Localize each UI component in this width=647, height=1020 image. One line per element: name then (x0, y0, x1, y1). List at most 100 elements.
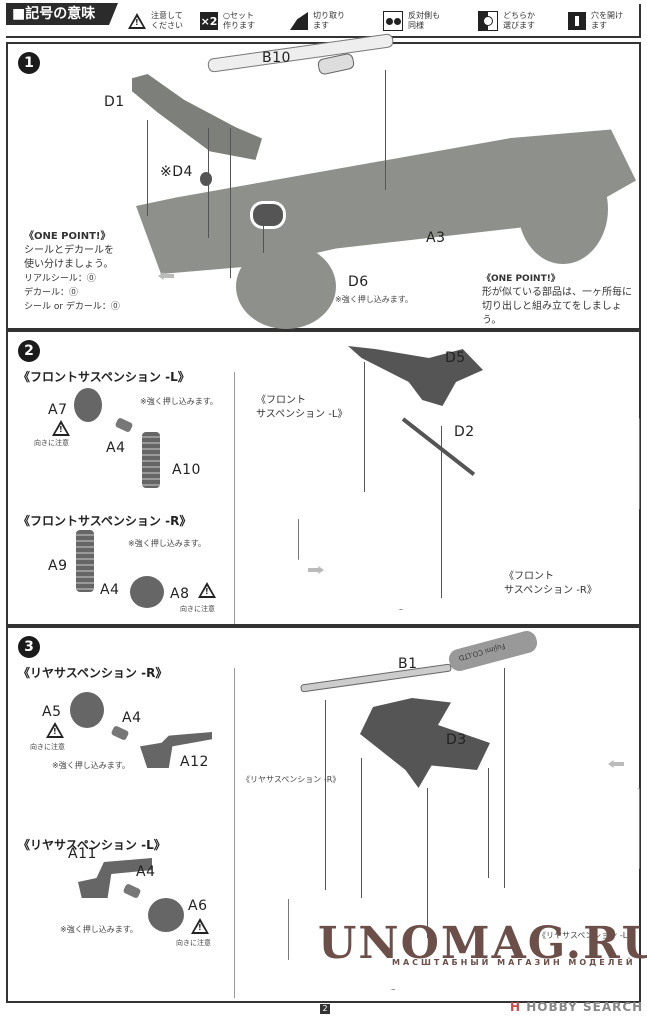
caution-icon: ! (46, 722, 64, 738)
step-number: 2 (18, 340, 40, 362)
part-label-a9: A9 (48, 558, 68, 574)
a8-hub-part (130, 576, 164, 608)
warning-icon: ! (128, 13, 146, 29)
highlighted-part (253, 204, 283, 226)
callout-line: サスペンション -R》 (504, 585, 597, 596)
leader-line (364, 362, 365, 492)
callout-line: 《フロント (504, 571, 554, 582)
part-label-a6: A6 (188, 898, 208, 914)
a5-hub-part (70, 692, 104, 728)
muffler-engraving: Fujimi CO.LTD (457, 641, 506, 662)
press-note: ※強く押し込みます。 (60, 925, 138, 934)
part-label-b1: B1 (398, 656, 418, 672)
drill-hole-icon (568, 12, 586, 30)
cut-off-icon (290, 12, 308, 30)
hobby-search-text: HOBBY SEARCH (526, 1000, 644, 1014)
front-suspension-l-title: 《フロントサスペンション -L》 (18, 370, 190, 384)
leader-line (361, 758, 362, 898)
leader-line (230, 128, 231, 278)
leader-line (325, 700, 326, 890)
seal-or-decal-label: シール or デカール：⓪ (24, 302, 120, 312)
rear-wheel-arch (518, 154, 608, 264)
part-label-a4: A4 (100, 582, 120, 598)
legend-item-opposite: 反対側も 同様 (383, 8, 440, 34)
leader-line (441, 426, 442, 598)
part-label-d6: D6 (348, 274, 369, 290)
a9-strut-part (76, 530, 94, 592)
step-number: 1 (18, 52, 40, 74)
front-suspension-r-callout: 《フロント サスペンション -R》 (504, 570, 597, 598)
part-label-a8: A8 (170, 586, 190, 602)
one-point-line: 形が似ている部品は、一ヶ所毎に (482, 287, 632, 298)
step-3-panel: 3 《リヤサスペンション -R》 A5 ! 向きに注意 A4 A12 ※強く押し… (6, 626, 641, 1003)
front-direction-arrow-icon (608, 760, 624, 768)
press-note: ※強く押し込みます。 (52, 761, 130, 770)
front-suspension-r-title: 《フロントサスペンション -R》 (18, 514, 192, 528)
legend-label: 穴を開け ます (591, 11, 623, 30)
orientation-caution: 向きに注意 (34, 439, 69, 447)
one-point-line: シールとデカールを (24, 245, 114, 256)
part-label-a11: A11 (68, 846, 97, 862)
part-label-d1: D1 (104, 94, 125, 110)
part-label-a4: A4 (136, 864, 156, 880)
hobby-search-icon: H (510, 1000, 522, 1014)
legend-item-caution: ! 注意して ください (128, 8, 183, 34)
part-label-a4: A4 (106, 440, 126, 456)
b1-exhaust-pipe-part (300, 663, 452, 693)
front-direction-arrow-icon (158, 272, 174, 280)
front-suspension-l-callout: 《フロント サスペンション -L》 (256, 394, 347, 422)
caution-icon: ! (52, 420, 70, 436)
a4-pin-part (114, 417, 134, 433)
symbol-legend (6, 4, 641, 38)
legend-item-make-two: ×2 ○セット 作ります (200, 8, 255, 34)
real-seal-label: リアルシール：⓪ (24, 274, 96, 284)
callout-line: 《フロント (256, 395, 306, 406)
b1-muffler-part: Fujimi CO.LTD (446, 628, 540, 674)
press-note: ※強く押し込みます。 (128, 539, 206, 548)
legend-label: 注意して ください (151, 11, 183, 30)
part-label-a12: A12 (180, 754, 209, 770)
caution-icon: ! (191, 918, 209, 934)
a6-hub-part (148, 898, 184, 932)
a10-strut-part (142, 432, 160, 488)
legend-item-choose: どちらか 選びます (478, 8, 535, 34)
one-point-left: 《ONE POINT!》 シールとデカールを 使い分けましょう。 リアルシール：… (24, 230, 120, 314)
part-label-a10: A10 (172, 462, 201, 478)
part-label-b10: B10 (262, 50, 291, 66)
part-label-a4: A4 (122, 710, 142, 726)
step-number: 3 (18, 636, 40, 658)
make-two-icon: ×2 (200, 12, 218, 30)
leader-line (263, 219, 264, 253)
leader-line (427, 788, 428, 938)
part-label-a3: A3 (426, 230, 446, 246)
one-point-title: 《ONE POINT!》 (24, 231, 111, 242)
part-label-d4: ※D4 (160, 164, 193, 180)
rear-suspension-r-callout: 《リヤサスペンション -R》 (242, 775, 341, 784)
leader-line (385, 70, 386, 190)
a7-hub-part (74, 388, 102, 422)
a4-pin-part (110, 725, 130, 741)
d3-subframe-part (360, 698, 490, 788)
front-wheel-arch (236, 244, 336, 329)
leader-line (504, 668, 505, 888)
rear-suspension-l-callout: 《リヤサスペンション -L》 (538, 931, 636, 940)
d4-bushing-part (200, 172, 212, 186)
one-point-title: 《ONE POINT!》 (482, 274, 560, 284)
choose-either-icon (478, 11, 498, 31)
front-spoiler-part (132, 74, 262, 160)
orientation-caution: 向きに注意 (176, 939, 211, 947)
step-2-panel: 2 《フロントサスペンション -L》 A7 ! 向きに注意 A4 A10 ※強く… (6, 330, 641, 626)
leader-line (208, 128, 209, 238)
page-number: 2 (320, 1004, 330, 1014)
one-point-right: 《ONE POINT!》 形が似ている部品は、一ヶ所毎に 切り出しと組み立てをし… (482, 272, 639, 328)
callout-line: サスペンション -L》 (256, 409, 348, 420)
caution-icon: ! (198, 582, 216, 598)
legend-label: ○セット 作ります (223, 11, 255, 30)
decal-label: デカール：⓪ (24, 288, 79, 298)
legend-label: どちらか 選びます (503, 11, 535, 30)
legend-label: 切り取り ます (313, 11, 345, 30)
rear-suspension-r-title: 《リヤサスペンション -R》 (18, 666, 168, 680)
part-label-d3: D3 (446, 732, 467, 748)
part-label-a7: A7 (48, 402, 68, 418)
rear-suspension-l-title: 《リヤサスペンション -L》 (18, 838, 166, 852)
